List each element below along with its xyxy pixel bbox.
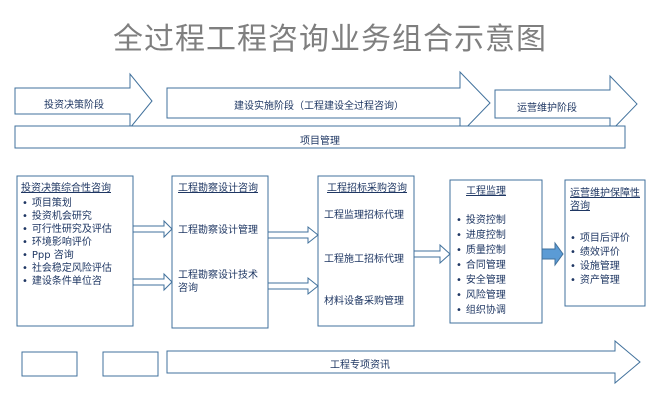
box3-line2: 工程施工招标代理: [324, 254, 404, 265]
project-management-label: 项目管理: [300, 136, 340, 147]
phase-label-decision: 投资决策阶段: [44, 100, 104, 111]
box1-item-list: 项目策划 投资机会研究 可行性研究及评估 环境影响评价 Ppp 咨询 社会稳定风…: [22, 197, 132, 288]
box1-item: 投资机会研究: [22, 210, 132, 223]
box4-item: 质量控制: [456, 243, 540, 258]
phase-arrow-construction: [166, 70, 491, 136]
box1-item: 建设条件单位咨: [22, 275, 132, 288]
bottom-empty-box-1: [21, 351, 78, 377]
box1-item: 项目策划: [22, 197, 132, 210]
special-consulting-arrow: [166, 339, 641, 385]
special-consulting-label: 工程专项资讯: [330, 360, 390, 371]
box4-item: 风险管理: [456, 288, 540, 303]
box3-heading: 工程招标采购咨询: [327, 183, 407, 194]
diagram-title: 全过程工程咨询业务组合示意图: [113, 22, 547, 57]
box4-item: 合同管理: [456, 258, 540, 273]
box4-item: 进度控制: [456, 228, 540, 243]
box1-heading: 投资决策综合性咨询: [21, 183, 111, 194]
box2-line1: 工程勘察设计管理: [178, 225, 258, 236]
box-survey-design: [171, 175, 269, 329]
box5-item-list: 项目后评价 绩效评价 设施管理 资产管理: [570, 232, 644, 288]
box3-line1: 工程监理招标代理: [324, 210, 404, 221]
box5-item: 项目后评价: [570, 232, 644, 246]
connector-arrow-3: [413, 243, 451, 265]
project-management-bar: [14, 125, 626, 149]
box1-item: Ppp 咨询: [22, 249, 132, 262]
box3-line3: 材料设备采购管理: [324, 296, 404, 307]
connector-arrow-4: [541, 241, 564, 267]
connector-arrow-2b: [267, 276, 319, 296]
box1-item: 环境影响评价: [22, 236, 132, 249]
connector-arrow-1b: [132, 272, 173, 292]
box2-heading: 工程勘察设计咨询: [178, 183, 258, 194]
box1-item: 可行性研究及评估: [22, 223, 132, 236]
box4-item-list: 投资控制 进度控制 质量控制 合同管理 安全管理 风险管理 组织协调: [456, 213, 540, 318]
box4-item: 投资控制: [456, 213, 540, 228]
phase-label-operation: 运营维护阶段: [517, 103, 577, 114]
phase-label-construction: 建设实施阶段（工程建设全过程咨询）: [234, 101, 404, 112]
box1-item: 社会稳定风险评估: [22, 262, 132, 275]
box4-item: 组织协调: [456, 303, 540, 318]
box5-item: 设施管理: [570, 260, 644, 274]
phase-arrow-operation: [494, 74, 638, 134]
bottom-empty-box-2: [102, 351, 159, 377]
box5-item: 资产管理: [570, 274, 644, 288]
box4-item: 安全管理: [456, 273, 540, 288]
box5-heading: 运营维护保障性咨询: [570, 188, 640, 212]
phase-arrow-decision: [14, 72, 153, 130]
connector-arrow-1a: [132, 219, 173, 239]
connector-arrow-2a: [267, 225, 319, 245]
box4-heading: 工程监理: [466, 186, 506, 197]
box-bidding-procurement: [317, 175, 415, 327]
box5-item: 绩效评价: [570, 246, 644, 260]
box2-line2: 工程勘察设计技术咨询: [178, 270, 258, 294]
